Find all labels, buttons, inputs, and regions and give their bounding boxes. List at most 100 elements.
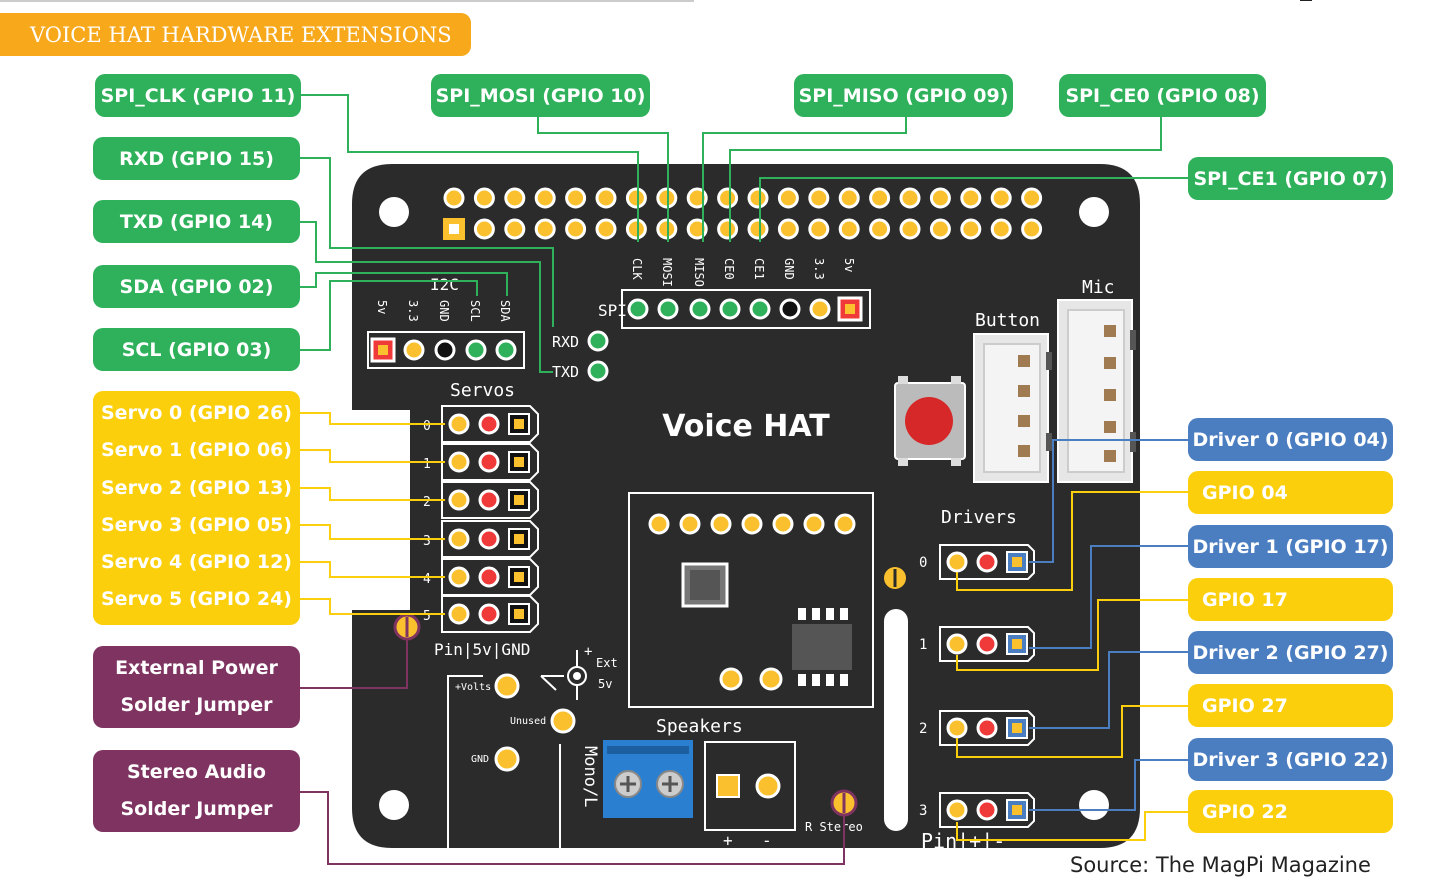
servo-2-label: Servo 2 (GPIO 13) bbox=[101, 476, 292, 499]
gpio-header-pin bbox=[777, 187, 799, 209]
i2c-pin bbox=[465, 339, 487, 361]
gpio-header-pin bbox=[656, 218, 678, 240]
gnd-label: GND bbox=[471, 754, 489, 765]
driver-number: 0 bbox=[919, 555, 927, 571]
gpio-header-pin bbox=[656, 187, 678, 209]
servo-pin-5v bbox=[478, 528, 500, 550]
rxd-pin-label: RXD bbox=[552, 333, 579, 351]
gpio-header-pin bbox=[504, 187, 526, 209]
servo-3-label: Servo 3 (GPIO 05) bbox=[101, 513, 292, 536]
unused-pad bbox=[550, 708, 576, 734]
gpio-header-pin bbox=[565, 187, 587, 209]
driver-pin-plus bbox=[976, 551, 998, 573]
servo-header-outline bbox=[441, 520, 539, 558]
driver-number: 2 bbox=[919, 721, 927, 737]
gpio-header-pin bbox=[960, 218, 982, 240]
txd-pad bbox=[587, 360, 609, 382]
gpio-header-pin bbox=[717, 187, 739, 209]
board-title: Voice HAT bbox=[662, 409, 830, 444]
gpio-header-pin bbox=[899, 218, 921, 240]
unused-label: Unused bbox=[510, 716, 546, 727]
i2c-pin bbox=[403, 339, 425, 361]
servo-number: 5 bbox=[423, 609, 431, 624]
stereo-audio-jumper-label: Stereo Audio Solder Jumper bbox=[93, 750, 300, 832]
rxd-label: RXD (GPIO 15) bbox=[93, 137, 300, 180]
amp-module-pin bbox=[803, 513, 825, 535]
board-slot bbox=[884, 609, 908, 831]
gpio-header-pin bbox=[777, 218, 799, 240]
spi-pin bbox=[749, 298, 771, 320]
gpio-header-pin bbox=[869, 218, 891, 240]
servo-pin-5v bbox=[478, 566, 500, 588]
mic-connector: Mic bbox=[1057, 277, 1136, 483]
ext-label: Ext bbox=[596, 656, 618, 670]
spi-miso-label: SPI_MISO (GPIO 09) bbox=[794, 74, 1013, 117]
servo-pin-5v bbox=[478, 413, 500, 435]
spi-pin-label: 5v bbox=[842, 258, 856, 272]
spi-pin-label: MISO bbox=[692, 258, 706, 287]
gpio-header-pin bbox=[686, 218, 708, 240]
servo-number: 2 bbox=[423, 495, 431, 510]
driver-header-outline bbox=[939, 792, 1035, 828]
driver-0-label: Driver 0 (GPIO 04) bbox=[1188, 418, 1393, 461]
gpio-header-pin bbox=[686, 187, 708, 209]
spi-ce0-label: SPI_CE0 (GPIO 08) bbox=[1059, 74, 1266, 117]
scl-label: SCL (GPIO 03) bbox=[93, 328, 300, 371]
spi-pin-label: CE0 bbox=[722, 258, 736, 280]
driver-pin bbox=[946, 633, 968, 655]
servo-pin-signal bbox=[448, 489, 470, 511]
gpio-04-label: GPIO 04 bbox=[1188, 471, 1393, 514]
servo-number: 4 bbox=[423, 572, 431, 587]
spi-pin bbox=[657, 298, 679, 320]
gpio-header-pin bbox=[473, 187, 495, 209]
gpio-17-label: GPIO 17 bbox=[1188, 578, 1393, 621]
spi-pin-label: 3.3 bbox=[812, 258, 826, 280]
servo-header-outline bbox=[441, 443, 539, 481]
gpio-header-pin bbox=[869, 187, 891, 209]
servo-pin-signal bbox=[448, 451, 470, 473]
txd-label: TXD (GPIO 14) bbox=[93, 200, 300, 243]
drivers-header-label: Drivers bbox=[941, 507, 1017, 528]
power-area: +Volts Unused GND + Ext 5v bbox=[447, 644, 618, 848]
amp-module-pin bbox=[834, 513, 856, 535]
gpio-header-pin bbox=[960, 187, 982, 209]
spi-pin bbox=[779, 298, 801, 320]
jumper-pad-small bbox=[884, 567, 906, 589]
spi-pin bbox=[809, 298, 831, 320]
gpio-header-pin bbox=[625, 187, 647, 209]
driver-1-label: Driver 1 (GPIO 17) bbox=[1188, 525, 1393, 568]
driver-3-label: Driver 3 (GPIO 22) bbox=[1188, 738, 1393, 781]
mono-label: Mono/L bbox=[580, 746, 600, 807]
driver-pin-plus bbox=[976, 633, 998, 655]
speakers-block: Speakers Mono/L + - bbox=[580, 716, 796, 850]
gpio-header-pin bbox=[504, 218, 526, 240]
amp-chip-icon bbox=[792, 608, 852, 686]
i2c-pin-label: 5v bbox=[375, 300, 389, 314]
amp-module-pin bbox=[710, 513, 732, 535]
gpio-header-pin bbox=[899, 187, 921, 209]
driver-number: 1 bbox=[919, 637, 927, 653]
servo-number: 0 bbox=[423, 419, 431, 434]
stereo-audio-line-1: Stereo Audio bbox=[127, 761, 266, 783]
servo-pin-signal bbox=[448, 566, 470, 588]
servo-header-outline bbox=[441, 405, 539, 443]
servo-5-label: Servo 5 (GPIO 24) bbox=[101, 587, 292, 610]
amp-module-pin bbox=[679, 513, 701, 535]
amp-module-pin bbox=[741, 513, 763, 535]
servo-pin-signal bbox=[448, 413, 470, 435]
spi-pin-label: CLK bbox=[630, 258, 644, 280]
i2c-header-label: I2C bbox=[430, 275, 459, 294]
driver-header-outline bbox=[939, 626, 1035, 662]
servo-number: 1 bbox=[423, 457, 431, 472]
gpio-header-pin bbox=[717, 218, 739, 240]
servo-footer-label: Pin|5v|GND bbox=[434, 640, 530, 659]
connector-lines bbox=[300, 94, 1190, 865]
ext-5v-label: 5v bbox=[598, 677, 612, 691]
button-header-label: Button bbox=[975, 310, 1040, 331]
stereo-audio-line-2: Solder Jumper bbox=[120, 798, 273, 820]
